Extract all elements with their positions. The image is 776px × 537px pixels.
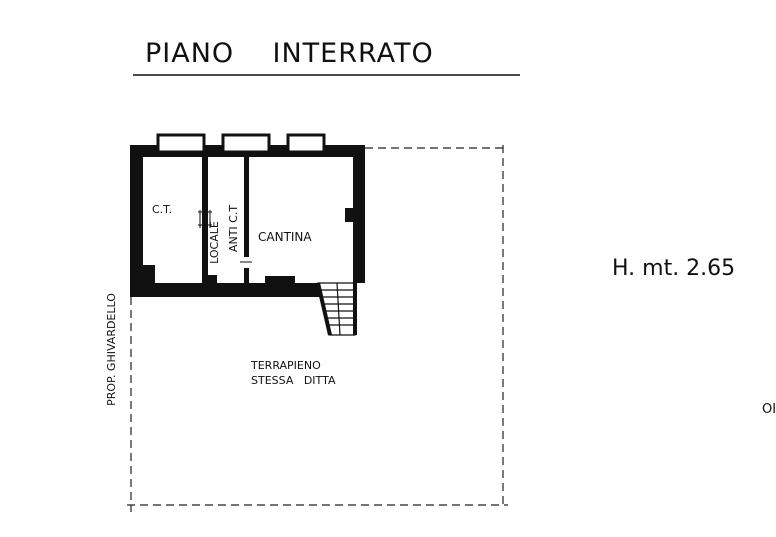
cut-off-text: OI	[762, 402, 776, 417]
ceiling-height-label: H. mt. 2.65	[612, 256, 736, 281]
plan-title: PIANO INTERRATO	[145, 38, 434, 69]
door-marks	[198, 210, 252, 263]
room-label-ct: C.T.	[152, 203, 173, 216]
room-label-cantina: CANTINA	[258, 230, 312, 244]
interior-walls	[202, 152, 355, 285]
stair	[316, 282, 357, 336]
room-label-locale: LOCALE	[207, 221, 221, 264]
property-boundary	[127, 145, 508, 512]
windows	[156, 133, 326, 154]
room-label-anti-ct: ANTI C.T	[227, 204, 241, 253]
neighbor-property-label: PROP. GHIVARDELLO	[104, 293, 118, 406]
terrapieno-label: TERRAPIENO	[251, 359, 321, 372]
terrapieno-owner-label: STESSA DITTA	[251, 374, 336, 387]
